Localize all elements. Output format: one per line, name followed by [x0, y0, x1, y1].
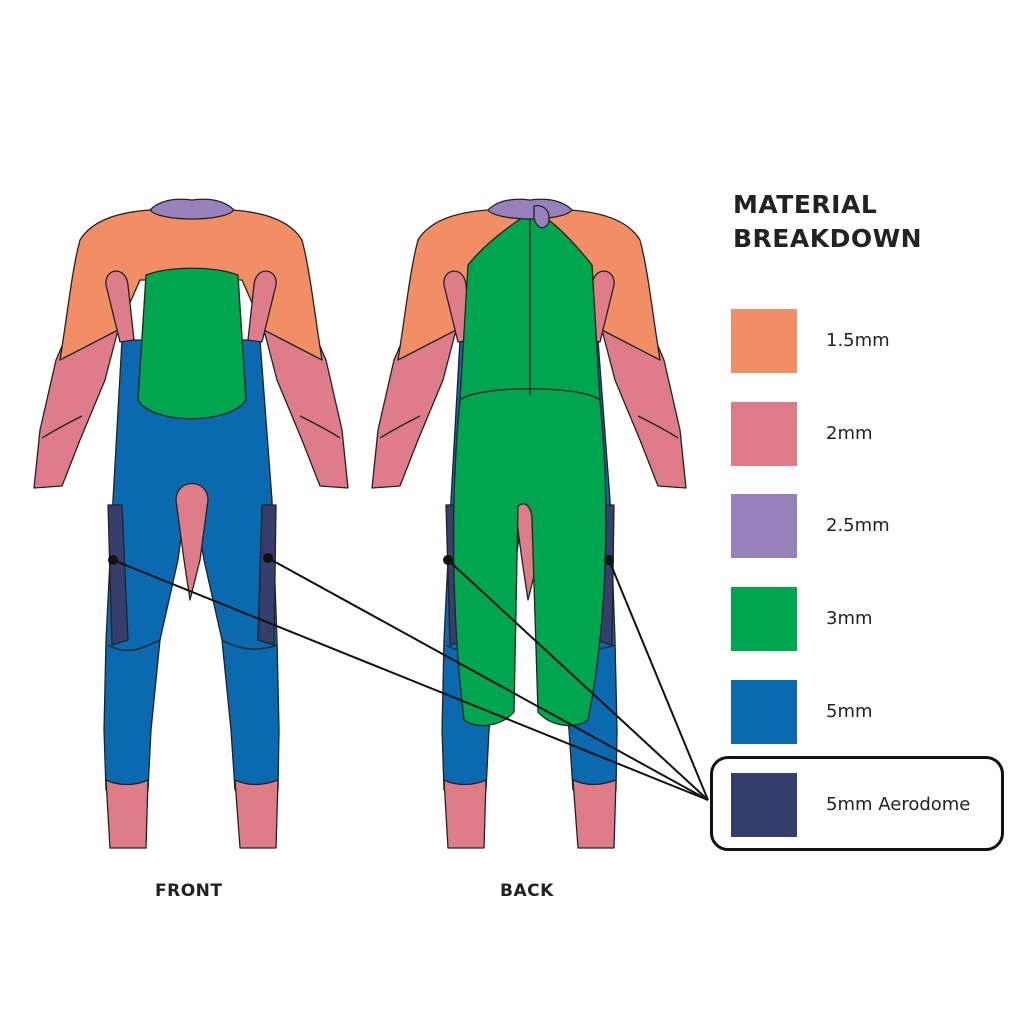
legend-label: 3mm: [826, 608, 873, 629]
aerodome-panel-left: [107, 504, 129, 646]
legend-label: 5mm Aerodome: [826, 794, 971, 815]
legend-swatch: [731, 773, 797, 837]
legend-label: 2mm: [826, 423, 873, 444]
elbow-seam-left: [379, 415, 421, 439]
legend-item-2mm: 2mm: [731, 402, 1011, 468]
back-seat-panel: [452, 388, 607, 727]
legend-item-3mm: 3mm: [731, 587, 1011, 653]
legend-item-1-5mm: 1.5mm: [731, 309, 1011, 375]
back-suit: [371, 198, 687, 849]
chest-panel: [137, 267, 247, 420]
leader-dot: [443, 555, 453, 565]
legend-title: MATERIAL BREAKDOWN: [733, 188, 922, 256]
leader-dot: [263, 553, 273, 563]
shoulder-yoke: [59, 209, 323, 361]
legend-label: 1.5mm: [826, 330, 890, 351]
legend-item-5mm: 5mm: [731, 680, 1011, 746]
legend-title-line1: MATERIAL: [733, 190, 878, 219]
front-suit: [33, 198, 349, 849]
legend-item-5mm-aerodome: 5mm Aerodome: [731, 773, 1011, 839]
ankle-cuff-right: [572, 779, 617, 849]
legend-swatch: [731, 587, 797, 651]
collar: [149, 198, 235, 220]
arm-left: [371, 299, 457, 489]
elbow-seam-left: [41, 415, 83, 439]
arm-right: [601, 299, 687, 489]
aerodome-panel-right: [257, 504, 277, 646]
arm-right: [263, 299, 349, 489]
legend-item-2-5mm: 2.5mm: [731, 494, 1011, 560]
underarm-panel-left: [105, 270, 135, 343]
highlight-box-aerodome: [710, 756, 1004, 851]
ankle-cuff-right: [234, 779, 279, 849]
leader-dot: [108, 555, 118, 565]
collar: [487, 198, 573, 220]
leader-dot: [604, 555, 614, 565]
crotch-panel: [175, 483, 209, 601]
legend-swatch: [731, 402, 797, 466]
back-label: BACK: [500, 881, 554, 901]
leader-line: [112, 559, 709, 801]
legend-title-line2: BREAKDOWN: [733, 224, 923, 253]
legend-swatch: [731, 680, 797, 744]
leader-line: [608, 559, 709, 801]
arm-left: [33, 299, 119, 489]
front-label: FRONT: [155, 881, 223, 901]
ankle-cuff-left: [443, 779, 487, 849]
leader-lines: [108, 553, 709, 801]
legend-label: 5mm: [826, 701, 873, 722]
zip-pull-tab: [533, 205, 550, 229]
knee-seam-right: [221, 639, 278, 650]
legend-swatch: [731, 309, 797, 373]
legend-label: 2.5mm: [826, 515, 890, 536]
leader-line: [267, 557, 709, 801]
elbow-seam-right: [299, 415, 341, 439]
ankle-cuff-left: [105, 779, 149, 849]
underarm-panel-right: [247, 270, 277, 343]
leader-line: [447, 559, 709, 801]
legend-swatch: [731, 494, 797, 558]
knee-seam-left: [107, 639, 161, 652]
elbow-seam-right: [637, 415, 679, 439]
